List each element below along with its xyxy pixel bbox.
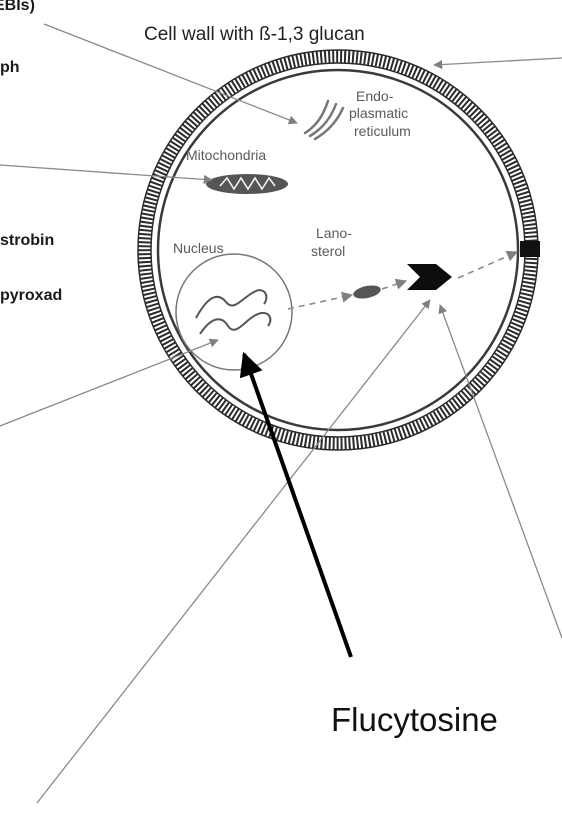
label-er-3: reticulum	[354, 123, 411, 139]
cell-wall-title: Cell wall with ß-1,3 glucan	[144, 24, 365, 45]
pathway-arrows	[288, 252, 517, 309]
lanosterol-droplet	[352, 283, 382, 301]
flucytosine-arrow	[244, 354, 351, 657]
flucytosine-label: Flucytosine	[331, 701, 498, 738]
label-strobin: strobin	[0, 232, 54, 249]
endoplasmatic-reticulum-shape	[305, 101, 343, 139]
mitochondria-shape	[206, 174, 288, 194]
label-mitochondria: Mitochondria	[186, 147, 266, 163]
label-ebis: EBIs)	[0, 0, 35, 14]
label-lanosterol-1: Lano-	[316, 225, 352, 241]
label-pyroxad: pyroxad	[0, 287, 62, 304]
nucleus-shape	[176, 254, 292, 370]
label-lanosterol-2: sterol	[311, 243, 345, 259]
enzyme-chevron	[407, 264, 452, 290]
label-er-2: plasmatic	[349, 105, 408, 121]
label-er-1: Endo-	[356, 88, 394, 104]
label-graph: ph	[0, 59, 20, 76]
wall-protein-block	[520, 241, 540, 257]
leader-lines	[0, 24, 562, 803]
label-nucleus: Nucleus	[173, 240, 224, 256]
